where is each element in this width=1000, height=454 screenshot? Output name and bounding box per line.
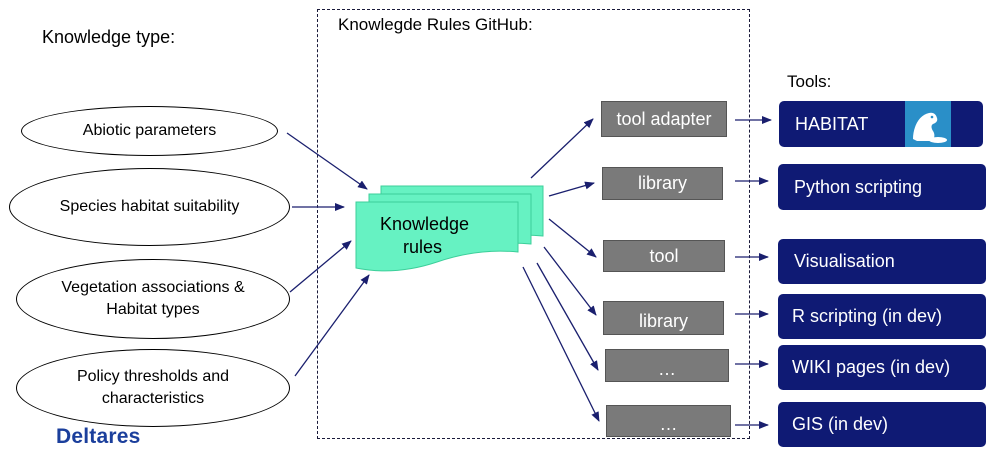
tool-python-scripting: Python scripting: [778, 164, 986, 210]
tool-wiki-pages: WIKI pages (in dev): [778, 345, 986, 390]
knowledge-type-species: Species habitat suitability: [9, 168, 290, 246]
knowledge-rules-label: Knowledge rules: [380, 214, 470, 257]
arrow-policy: [294, 274, 370, 377]
rules-to-adapter-arrows: [522, 118, 600, 422]
knowledge-type-vegetation: Vegetation associations & Habitat types: [16, 259, 290, 339]
tool-gis: GIS (in dev): [778, 402, 986, 447]
tool-r-scripting: R scripting (in dev): [778, 294, 986, 339]
knowledge-type-policy: Policy thresholds and characteristics: [16, 349, 290, 427]
tool-habitat: HABITAT: [779, 101, 983, 147]
adapter-dots-2: …: [606, 405, 731, 437]
tools-label: Tools:: [787, 72, 832, 91]
adapter-dots-1: …: [605, 349, 729, 382]
deltares-logo: Deltares: [56, 425, 141, 448]
knowledge-type-label-text: Abiotic parameters: [82, 122, 217, 139]
arrow-to-tool: [548, 218, 597, 258]
knowledge-rules-shape: [355, 185, 544, 272]
arrow-abiotic: [286, 132, 368, 190]
tool-visualisation: Visualisation: [778, 239, 986, 284]
adapter-library-2: library: [603, 301, 724, 335]
knowledge-type-label-text: Policy thresholds and characteristics: [76, 368, 230, 407]
adapter-tool-adapter: tool adapter: [601, 101, 727, 137]
arrow-to-dots-2: [522, 266, 600, 422]
knowledge-type-abiotic: Abiotic parameters: [21, 106, 278, 156]
knowledge-type-label-text: Vegetation associations & Habitat types: [61, 279, 245, 318]
adapter-library-1: library: [602, 167, 723, 200]
github-container: [317, 9, 750, 439]
arrow-vegetation: [289, 240, 352, 293]
github-label: Knowlegde Rules GitHub:: [338, 15, 533, 34]
arrow-to-library-1: [548, 181, 595, 197]
knowledge-type-label: Knowledge type:: [42, 27, 176, 47]
arrow-to-dots-1: [536, 262, 599, 371]
adapter-tool: tool: [603, 240, 725, 272]
adapter-to-tool-arrows: [735, 116, 772, 429]
arrow-to-library-2: [543, 246, 597, 316]
tool-habitat-label: HABITAT: [795, 113, 869, 134]
arrow-to-tool-adapter: [530, 118, 594, 179]
knowledge-type-label-text: Species habitat suitability: [59, 198, 240, 215]
input-arrows: [286, 132, 370, 377]
beaver-icon: [905, 101, 951, 147]
